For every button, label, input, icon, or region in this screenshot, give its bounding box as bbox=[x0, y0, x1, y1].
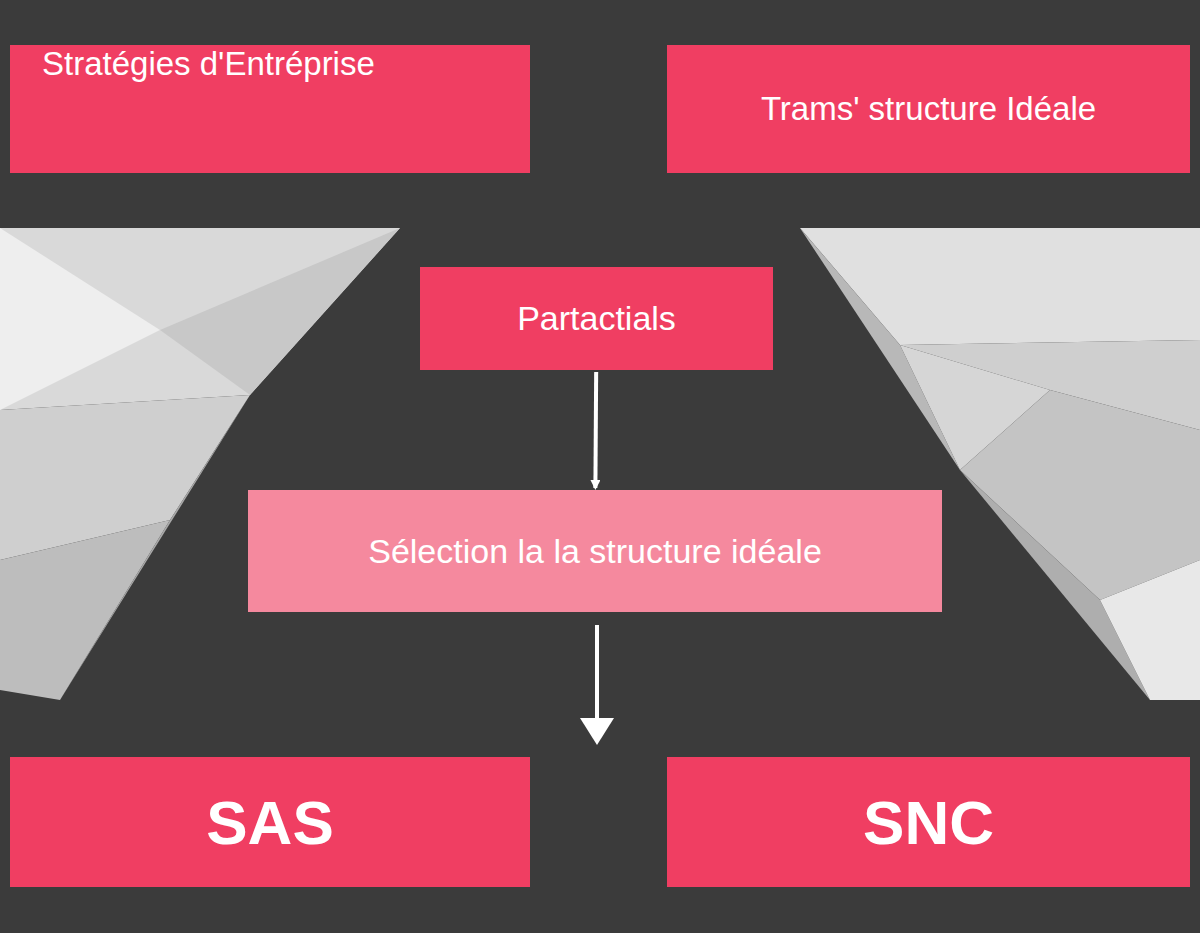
process-box: Partactials bbox=[420, 267, 773, 370]
option-box: SNC bbox=[667, 757, 1190, 887]
box-label: Trams' structure Idéale bbox=[761, 90, 1096, 128]
header-box: Trams' structure Idéale bbox=[667, 45, 1190, 173]
box-label: Stratégies d'Entréprise bbox=[42, 45, 375, 83]
header-box: Stratégies d'Entréprise bbox=[10, 45, 530, 173]
option-box: SAS bbox=[10, 757, 530, 887]
selection-box: Sélection la la structure idéale bbox=[248, 490, 942, 612]
free-arrow bbox=[580, 625, 614, 745]
left-faceted-shape bbox=[0, 228, 400, 700]
box-label: Sélection la la structure idéale bbox=[368, 532, 822, 571]
box-label: SNC bbox=[863, 787, 994, 858]
right-faceted-shape bbox=[800, 228, 1200, 700]
flow-arrow bbox=[593, 372, 598, 488]
box-label: SAS bbox=[206, 787, 333, 858]
box-label: Partactials bbox=[517, 299, 676, 338]
